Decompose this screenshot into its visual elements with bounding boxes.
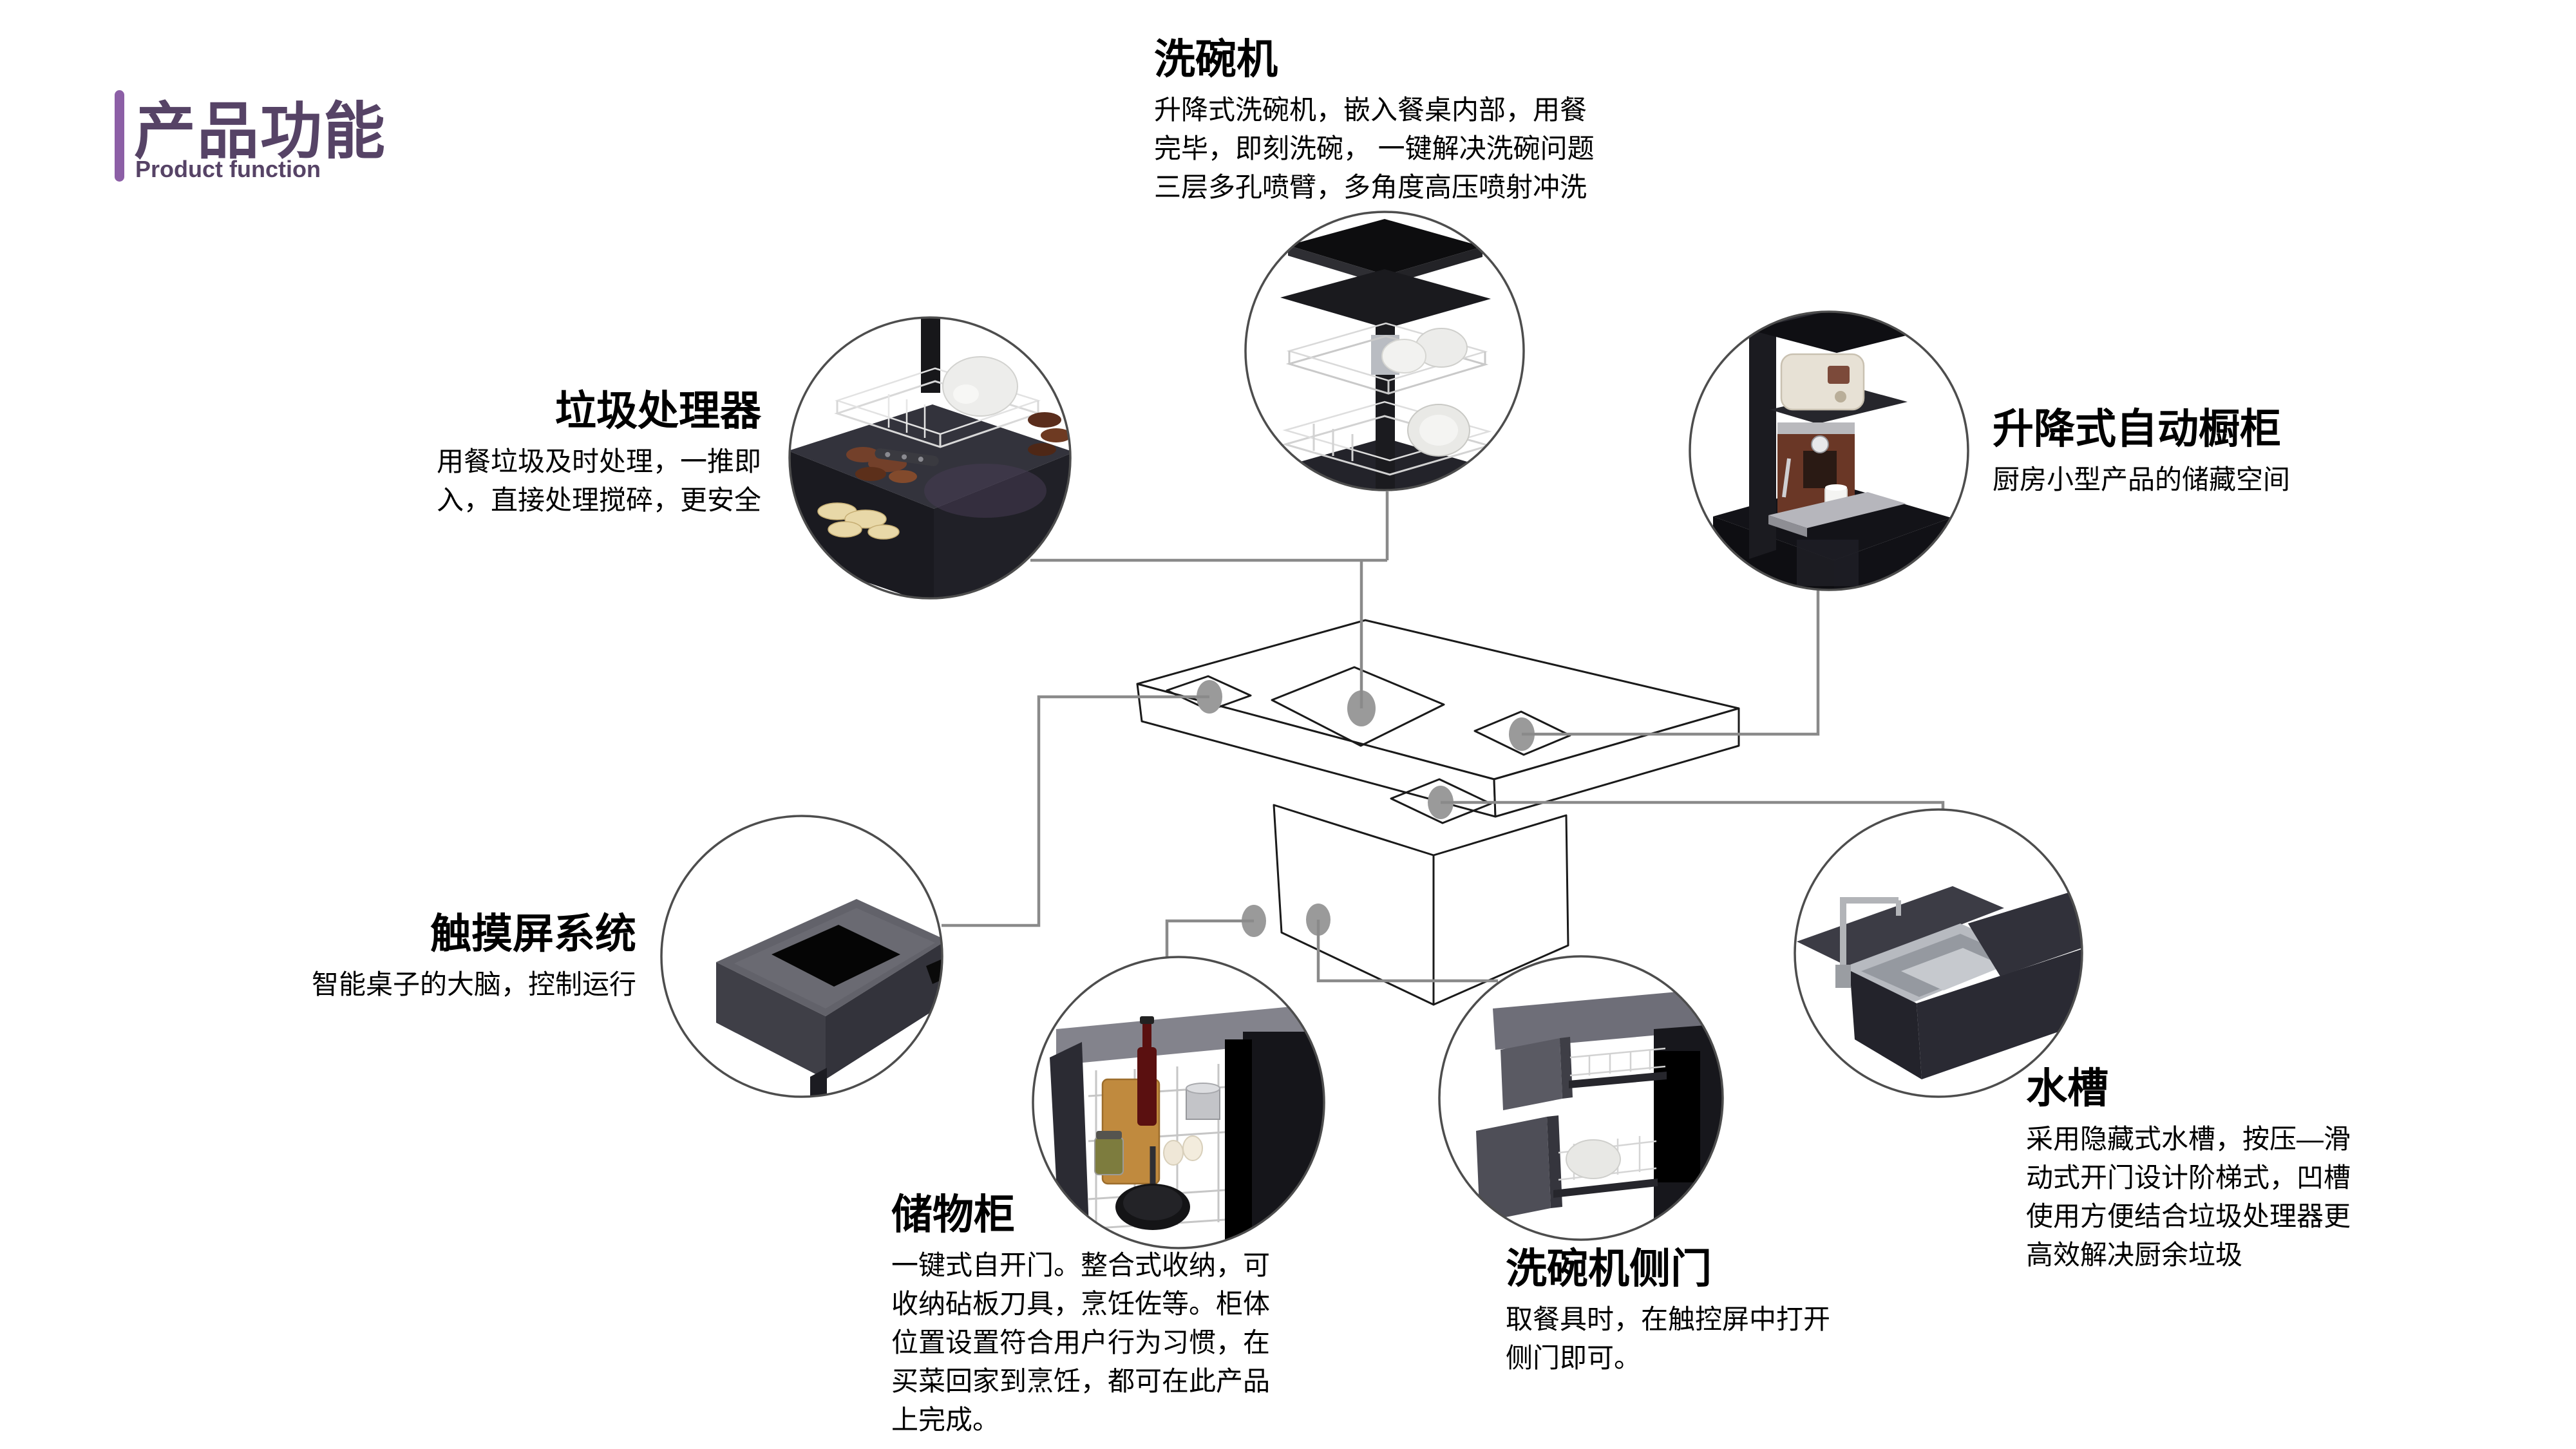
connector-side-door: [1316, 920, 1498, 983]
callout-sink-title: 水槽: [2026, 1065, 2108, 1112]
callout-storage-cabinet-body: 一键式自开门。整合式收纳，可 收纳砧板刀具，烹饪佐等。柜体 位置设置符合用户行为…: [891, 1250, 1271, 1435]
dishwasher-photo-circle: [1244, 211, 1525, 491]
table-pedestal-right-face: [1432, 814, 1569, 1006]
connector-lines: [942, 491, 1945, 983]
callout-dishwasher-side-door-body: 取餐具时，在触控屏中打开 侧门即可。: [1506, 1304, 1831, 1374]
callout-garbage-disposal-body: 用餐垃圾及时处理，一推即 入，直接处理搅碎，更安全: [436, 446, 761, 516]
sink-photo-circle: [1794, 808, 2083, 1098]
table-cutout-touchscreen: [1166, 675, 1252, 712]
callout-touchscreen: 触摸屏系统 智能桌子的大脑，控制运行: [270, 911, 636, 1004]
page-subtitle: Product function: [135, 156, 321, 182]
callout-sink-body: 采用隐藏式水槽，按压—滑 动式开门设计阶梯式，凹槽 使用方便结合垃圾处理器更 高…: [2026, 1124, 2351, 1271]
callout-garbage-disposal-title: 垃圾处理器: [555, 388, 761, 434]
callout-dishwasher-side-door: 洗碗机侧门 取餐具时，在触控屏中打开 侧门即可。: [1506, 1245, 1918, 1378]
connector-storage: [1165, 919, 1254, 958]
callout-sink: 水槽 采用隐藏式水槽，按压—滑 动式开门设计阶梯式，凹槽 使用方便结合垃圾处理器…: [2026, 1066, 2412, 1274]
callout-lifting-cabinet-title: 升降式自动橱柜: [1993, 406, 2281, 452]
callout-dishwasher-title: 洗碗机: [1154, 36, 1278, 82]
callout-touchscreen-title: 触摸屏系统: [430, 911, 636, 957]
callout-storage-cabinet-title: 储物柜: [891, 1191, 1015, 1238]
accent-bar: [115, 90, 124, 182]
connector-cabinet: [1522, 591, 1820, 736]
callout-dishwasher-side-door-title: 洗碗机侧门: [1506, 1245, 1712, 1292]
connector-sink: [1441, 800, 1945, 810]
lifting-cabinet-photo-circle: [1689, 310, 1969, 591]
callout-lifting-cabinet: 升降式自动橱柜 厨房小型产品的储藏空间: [1993, 406, 2443, 499]
callout-lifting-cabinet-body: 厨房小型产品的储藏空间: [1993, 464, 2291, 495]
callout-dishwasher: 洗碗机 升降式洗碗机，嵌入餐桌内部，用餐 完毕，即刻洗碗， 一键解决洗碗问题 三…: [1154, 37, 1605, 207]
callout-dishwasher-body: 升降式洗碗机，嵌入餐桌内部，用餐 完毕，即刻洗碗， 一键解决洗碗问题 三层多孔喷…: [1154, 95, 1595, 203]
callout-touchscreen-body: 智能桌子的大脑，控制运行: [311, 969, 636, 1000]
table-wireframe: [1136, 619, 1740, 1006]
connector-touchscreen: [942, 695, 1209, 927]
dishwasher-side-door-photo-circle: [1438, 955, 1724, 1241]
callout-garbage-disposal: 垃圾处理器 用餐垃圾及时处理，一推即 入，直接处理搅碎，更安全: [361, 388, 761, 520]
callout-storage-cabinet: 储物柜 一键式自开门。整合式收纳，可 收纳砧板刀具，烹饪佐等。柜体 位置设置符合…: [891, 1191, 1329, 1439]
table-cutout-dishwasher: [1271, 666, 1445, 747]
page-title: 产品功能: [134, 97, 386, 166]
touchscreen-photo-circle: [660, 815, 943, 1098]
table-pedestal-left-face: [1273, 804, 1435, 1006]
